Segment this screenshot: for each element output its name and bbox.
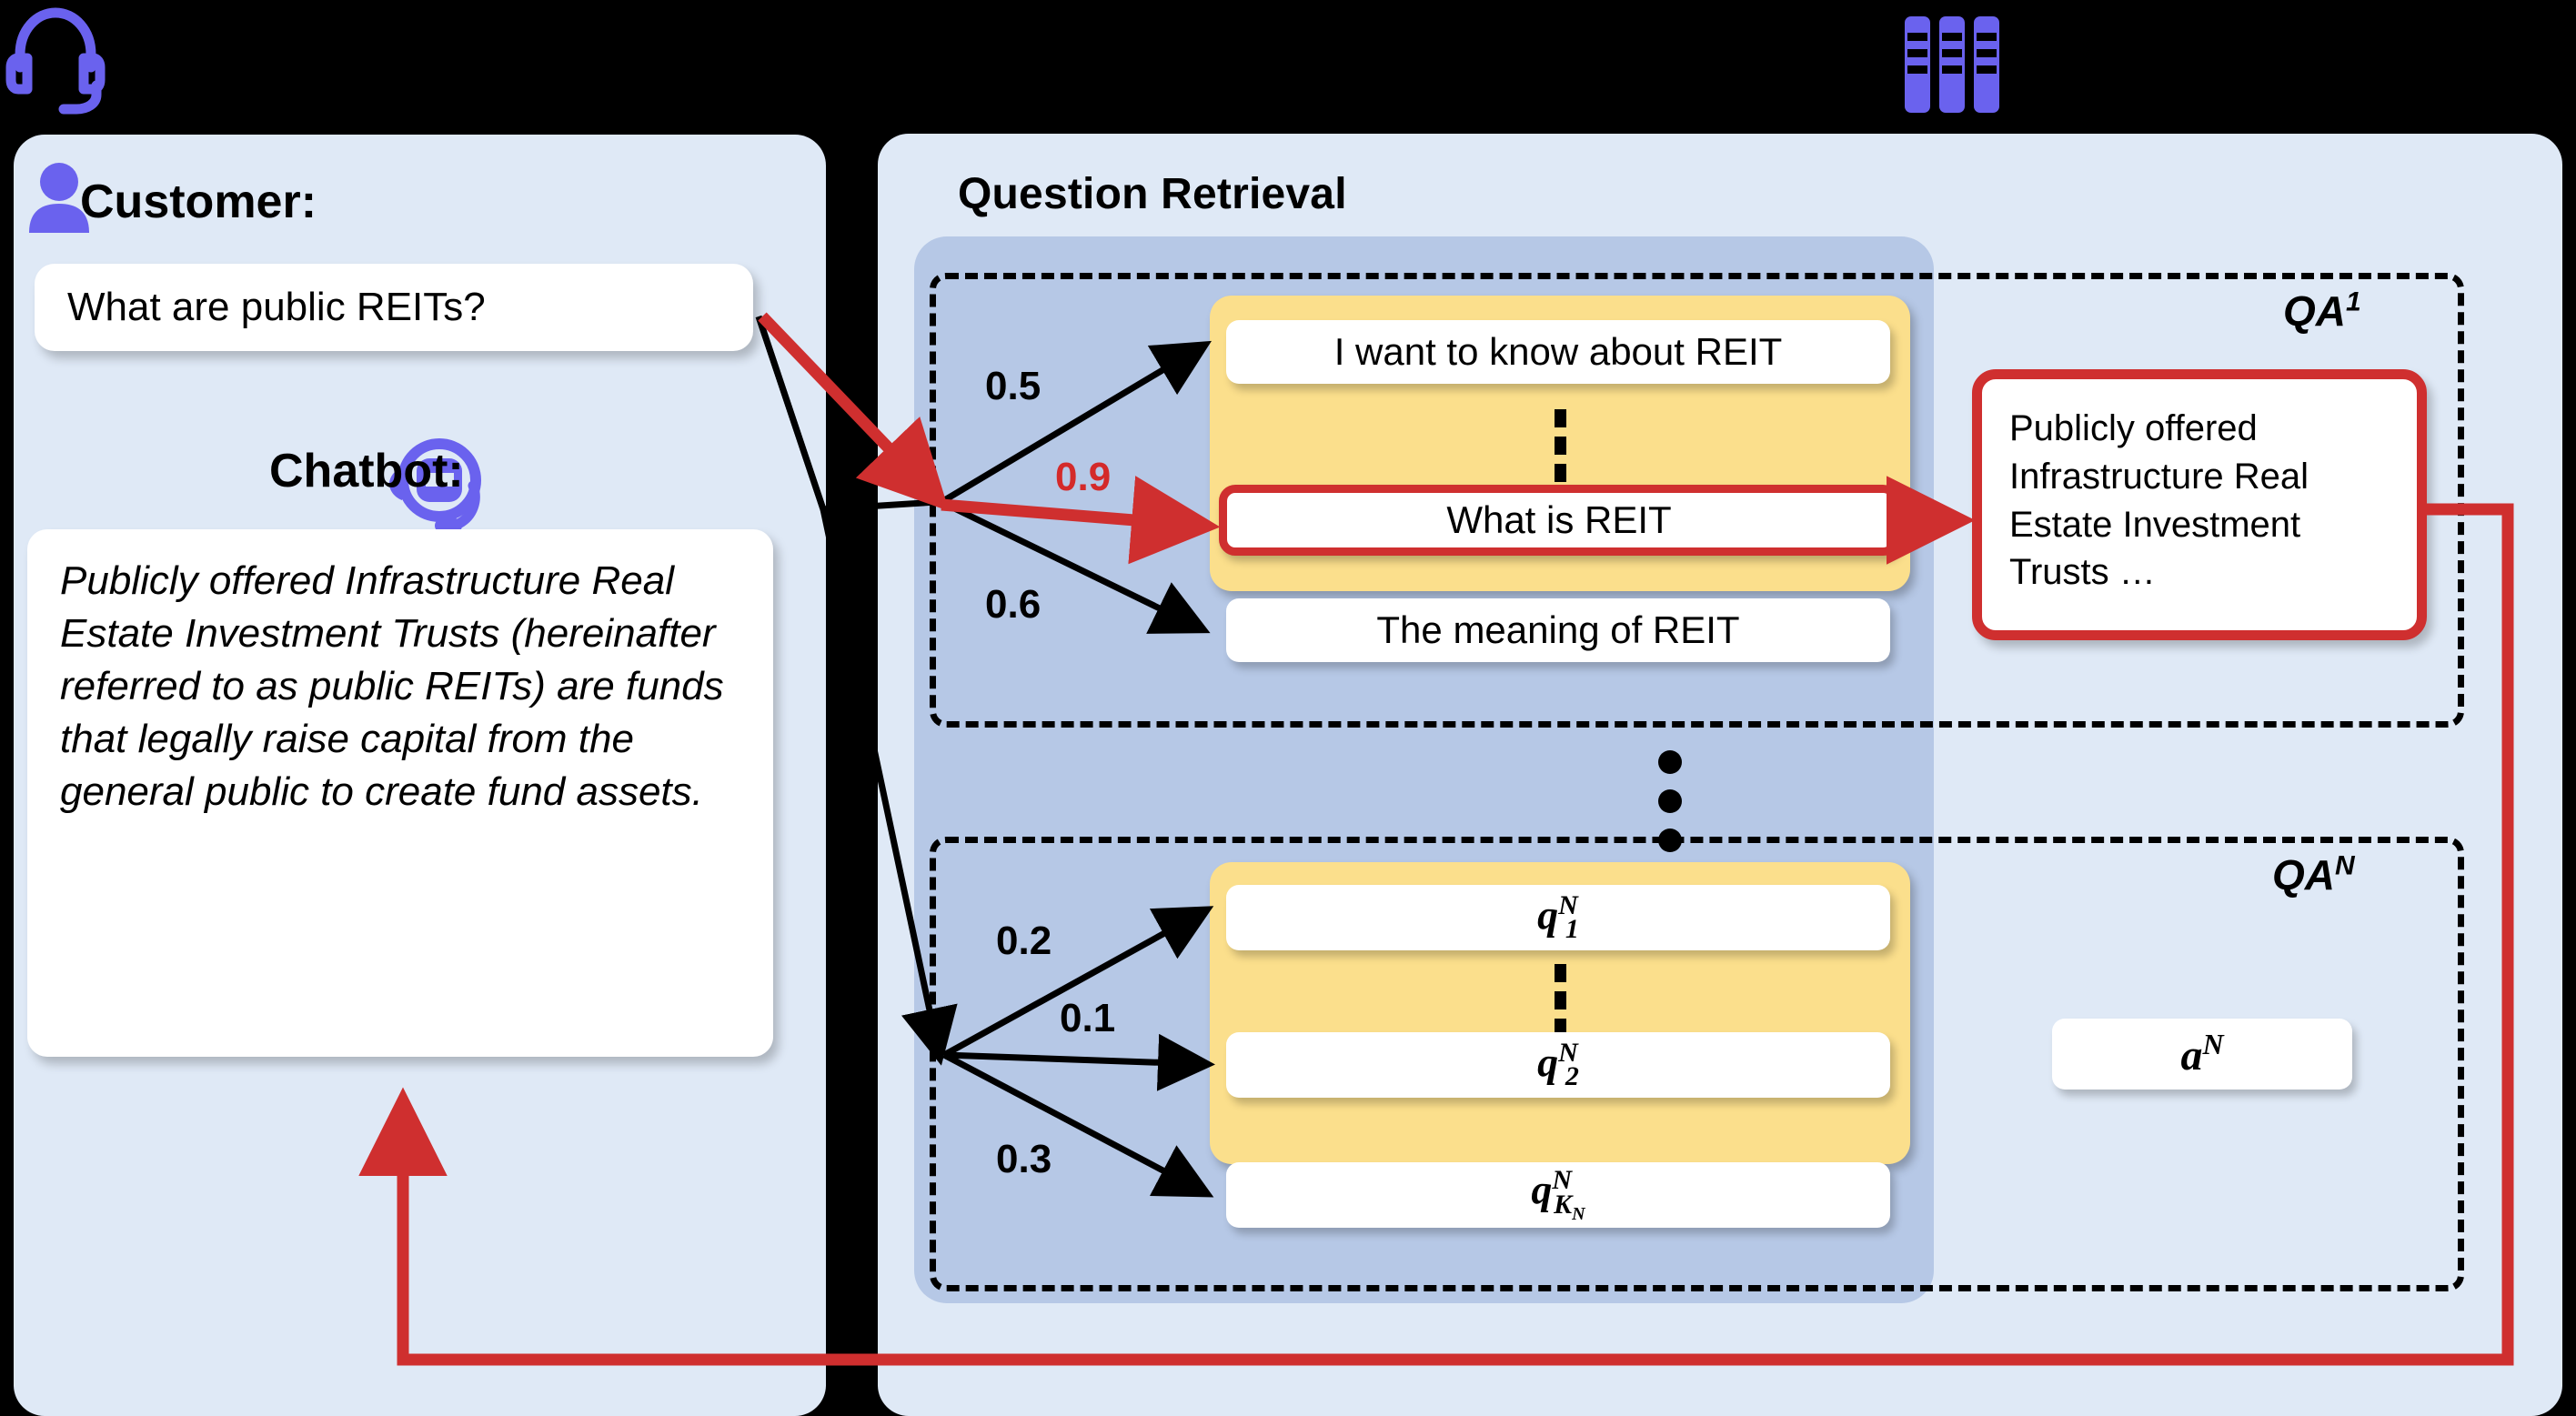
qa-group-n-label: QAN [2272, 850, 2355, 899]
weight-label-0-9: 0.9 [1055, 455, 1112, 499]
qaN-question-k[interactable]: qNKN [1226, 1162, 1890, 1228]
qaN-label-base: QA [2272, 851, 2335, 899]
qaN-question-1[interactable]: qN1 [1226, 885, 1890, 950]
page-title: Question Retrieval [958, 170, 1347, 218]
qa1-label-sup: 1 [2346, 286, 2361, 317]
weight-label-0-1: 0.1 [1060, 996, 1116, 1040]
weight-label-0-6: 0.6 [985, 582, 1041, 627]
chatbot-label: Chatbot: [269, 445, 464, 497]
qa1-question-1[interactable]: I want to know about REIT [1226, 320, 1890, 384]
qa1-ellipsis [1554, 409, 1566, 482]
weight-label-0-5: 0.5 [985, 364, 1041, 408]
chatbot-answer-bubble: Publicly offered Infrastructure Real Est… [27, 529, 773, 1057]
qaN-label-sup: N [2335, 850, 2355, 881]
qa1-question-3[interactable]: The meaning of REIT [1226, 598, 1890, 662]
qaN-answer-box[interactable]: aN [2052, 1019, 2352, 1090]
qa-group-1-label: QA1 [2283, 286, 2361, 336]
books-icon [1903, 13, 2003, 115]
customer-question-bubble: What are public REITs? [35, 264, 753, 351]
headset-icon [5, 2, 106, 115]
weight-label-0-3: 0.3 [996, 1137, 1052, 1181]
qa1-label-base: QA [2283, 287, 2346, 335]
qaN-ellipsis [1554, 964, 1566, 1037]
customer-label: Customer: [80, 176, 317, 228]
person-icon [27, 162, 91, 235]
qaN-question-2[interactable]: qN2 [1226, 1032, 1890, 1098]
qa1-answer-box[interactable]: Publicly offered Infrastructure Real Est… [1972, 369, 2427, 640]
weight-label-0-2: 0.2 [996, 919, 1052, 963]
qa1-question-2-selected[interactable]: What is REIT [1219, 485, 1899, 556]
